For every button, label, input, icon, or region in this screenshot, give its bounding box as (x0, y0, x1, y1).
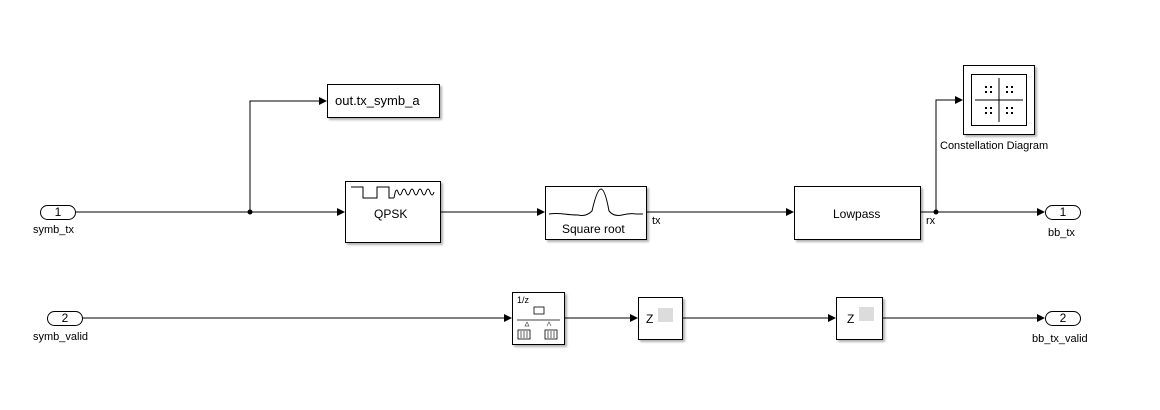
arrow-to-rate (504, 314, 512, 322)
qpsk-modulator-block[interactable]: QPSK (345, 181, 441, 243)
arrow-to-constellation (955, 96, 963, 104)
signal-label-rx: rx (926, 215, 936, 227)
outport-number: 2 (1059, 311, 1067, 325)
arrow-to-delay2 (828, 314, 836, 322)
delay-block-2[interactable]: Z (836, 297, 883, 340)
qpsk-label: QPSK (374, 207, 408, 221)
junction-rx (933, 209, 939, 215)
arrow-to-bb-valid (1037, 314, 1045, 322)
delay-2-exponent (859, 307, 874, 321)
constellation-label: Constellation Diagram (940, 140, 1049, 152)
to-workspace-label: out.tx_symb_a (335, 93, 420, 108)
rate-transition-label: 1/z (517, 295, 530, 305)
inport-number: 2 (61, 311, 69, 325)
to-workspace-block[interactable]: out.tx_symb_a (327, 84, 440, 118)
lowpass-label: Lowpass (833, 207, 881, 221)
square-root-label: Square root (562, 222, 625, 236)
outport-number: 1 (1059, 205, 1067, 219)
junction-symb-tx (247, 209, 253, 215)
inport-label-symb-tx: symb_tx (33, 224, 74, 236)
arrow-to-workspace (319, 97, 327, 105)
delay-2-label: Z (847, 312, 855, 326)
arrow-to-delay1 (630, 314, 638, 322)
delay-1-exponent (658, 308, 673, 322)
arrow-to-bb-tx (1037, 208, 1045, 216)
outport-bb-tx-valid[interactable]: 2 (1045, 311, 1081, 326)
constellation-diagram-block[interactable] (963, 65, 1035, 135)
inport-number: 1 (54, 205, 62, 219)
inport-label-symb-valid: symb_valid (33, 331, 89, 343)
outport-label-bb-tx-valid: bb_tx_valid (1032, 333, 1088, 345)
arrow-to-lowpass (786, 208, 794, 216)
delay-block-1[interactable]: Z (638, 297, 683, 340)
sinc-pulse-icon (548, 188, 643, 216)
inport-symb-tx[interactable]: 1 (40, 205, 76, 220)
constellation-icon (971, 74, 1027, 126)
outport-label-bb-tx: bb_tx (1048, 227, 1075, 239)
wire-branch-to-constellation[interactable] (935, 99, 956, 212)
arrow-to-filter (537, 208, 545, 216)
lowpass-block[interactable]: Lowpass (794, 186, 921, 240)
outport-bb-tx[interactable]: 1 (1045, 205, 1081, 220)
modulator-waveform-icon (351, 186, 435, 199)
delay-1-label: Z (646, 312, 654, 326)
signal-label-tx: tx (652, 215, 661, 227)
rate-transition-block[interactable]: 1/z (512, 292, 565, 345)
wire-branch-to-workspace[interactable] (249, 100, 320, 212)
rate-transition-icon (517, 306, 560, 340)
square-root-filter-block[interactable]: Square root (545, 186, 647, 240)
inport-symb-valid[interactable]: 2 (47, 311, 83, 326)
arrow-to-qpsk (337, 208, 345, 216)
